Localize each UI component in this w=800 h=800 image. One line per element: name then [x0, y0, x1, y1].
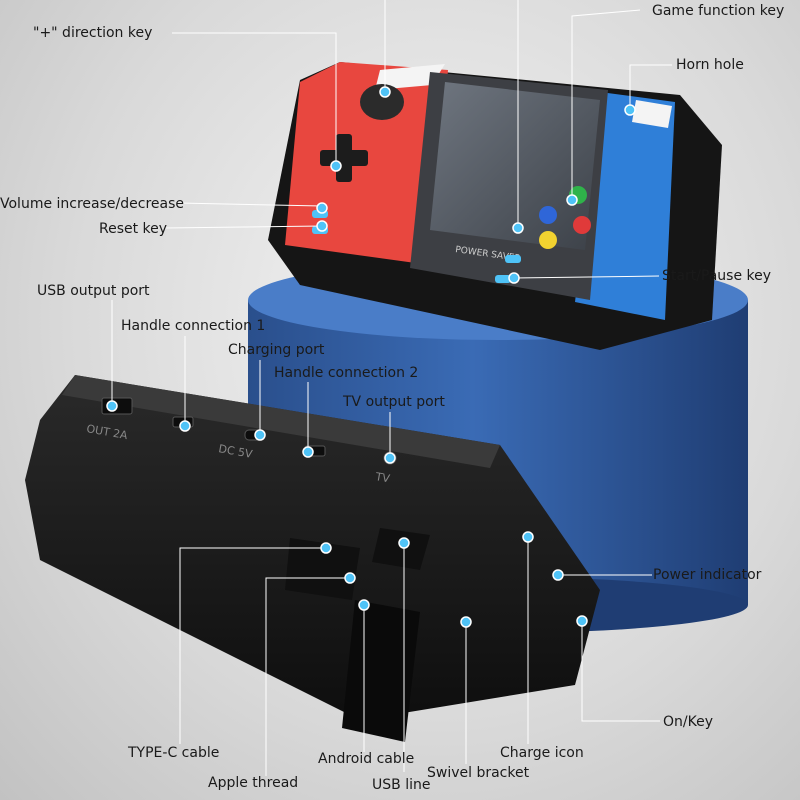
blue-button [539, 206, 557, 224]
label-power-indicator: Power indicator [653, 567, 762, 583]
callout-dots [106, 86, 636, 628]
dc-port-marking: DC 5V [217, 442, 253, 461]
analog-stick [360, 84, 404, 120]
label-reset-key: Reset key [99, 221, 168, 237]
callout-lines [111, 0, 672, 776]
label-usb-output-port: USB output port [37, 283, 150, 299]
red-button [573, 216, 591, 234]
label-on-key: On/Key [663, 714, 713, 730]
label-handle-connection-2: Handle connection 2 [274, 365, 419, 381]
label-charging-port: Charging port [228, 342, 325, 358]
screen [430, 82, 600, 250]
swivel-bracket [342, 600, 420, 742]
label-usb-line: USB line [372, 777, 431, 793]
label-start-pause-key: Start/Pause key [662, 268, 772, 284]
yellow-button [539, 231, 557, 249]
label-horn-hole: Horn hole [676, 57, 744, 73]
tv-port-marking: TV [373, 470, 391, 486]
label-direction-key: "+" direction key [33, 25, 153, 41]
label-swivel-bracket: Swivel bracket [427, 765, 530, 781]
label-android-cable: Android cable [318, 751, 415, 767]
label-handle-connection-1: Handle connection 1 [121, 318, 266, 334]
label-charge-icon: Charge icon [500, 745, 584, 761]
label-tv-output-port: TV output port [343, 394, 445, 410]
label-volume: Volume increase/decrease [0, 196, 184, 212]
label-type-c-cable: TYPE-C cable [128, 745, 220, 761]
label-apple-thread: Apple thread [208, 775, 299, 791]
console-front: POWER SAVER [268, 62, 722, 350]
label-game-function-key: Game function key [652, 3, 785, 19]
